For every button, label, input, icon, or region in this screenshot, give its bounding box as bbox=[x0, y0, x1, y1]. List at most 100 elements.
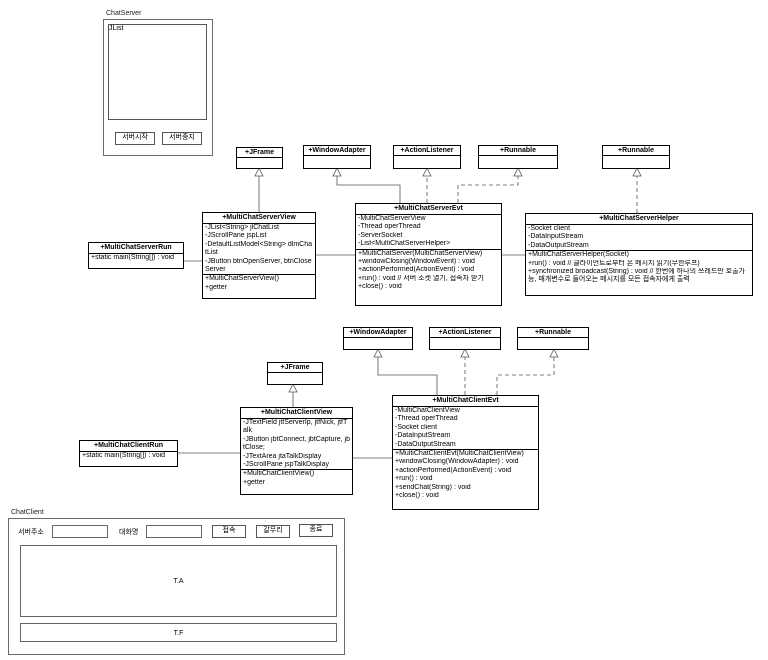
client-view-title: +MultiChatClientView bbox=[241, 408, 352, 419]
actionlistener-1-title: +ActionListener bbox=[394, 146, 460, 156]
jframe-2-box: +JFrame bbox=[267, 362, 323, 385]
client-evt-attribute: -MultiChatClientView bbox=[395, 407, 460, 414]
client-run-title: +MultiChatClientRun bbox=[80, 441, 177, 452]
talk-display-label: T.A bbox=[173, 578, 184, 585]
server-view-attribute: -JList<String> jlChatList bbox=[205, 224, 279, 231]
client-view-methods: +MultiChatClientView() +getter bbox=[241, 470, 352, 487]
evt-to-runnable-line bbox=[457, 169, 519, 203]
server-evt-method: +run() : void // 서버 소켓 열기, 접속자 받기 bbox=[358, 274, 484, 282]
windowadapter-2-arrowhead bbox=[373, 348, 383, 358]
server-view-methods: +MultiChatServerView() +getter bbox=[203, 275, 315, 292]
cevt-to-windowadapter-line bbox=[377, 350, 438, 395]
server-helper-attribute: -DataOutputStream bbox=[528, 241, 589, 249]
server-view-class: +MultiChatServerView -JList<String> jlCh… bbox=[202, 212, 316, 299]
runnable-3-arrowhead bbox=[549, 348, 559, 358]
jframe-1-arrowhead bbox=[254, 167, 264, 177]
actionlistener-2-arrowhead bbox=[460, 348, 470, 358]
windowadapter-2-title: +WindowAdapter bbox=[344, 328, 412, 338]
client-view-attribute: -JTextArea jtaTalkDisplay bbox=[243, 452, 322, 460]
server-helper-title: +MultiChatServerHelper bbox=[526, 214, 752, 225]
client-evt-title: +MultiChatClientEvt bbox=[393, 396, 538, 407]
server-evt-method: +MultiChatServer(MultiChatServerView) bbox=[358, 249, 483, 257]
server-evt-attribute: -ServerSocket bbox=[358, 231, 403, 239]
windowadapter-1-box: +WindowAdapter bbox=[303, 145, 371, 169]
stop-server-button[interactable]: 서버중지 bbox=[162, 132, 202, 145]
server-view-attributes: -JList<String> jlChatList -JScrollPane j… bbox=[203, 224, 315, 276]
server-helper-attribute: -Socket client bbox=[528, 225, 571, 232]
client-view-attribute: -JButton jbtConnect, jbtCapture, jbtClos… bbox=[243, 435, 350, 452]
chatclient-frame-title: ChatClient bbox=[11, 509, 44, 516]
jframe-1-box: +JFrame bbox=[236, 147, 283, 169]
client-evt-attribute: -DataInputStream bbox=[395, 432, 451, 440]
actionlistener-1-arrowhead bbox=[422, 167, 432, 177]
chatclient-frame: 서버주소 대화명 접속 갈무리 종료 T.A T.F bbox=[8, 518, 345, 655]
server-address-field[interactable] bbox=[52, 525, 108, 538]
client-evt-attribute: -DataOutputStream bbox=[395, 440, 456, 448]
client-view-attributes: -JTextField jtfServerIp, jtfNick, jtfTal… bbox=[241, 419, 352, 471]
server-evt-attribute: -MultiChatServerView bbox=[358, 215, 426, 222]
windowadapter-1-title: +WindowAdapter bbox=[304, 146, 370, 156]
client-view-class: +MultiChatClientView -JTextField jtfServ… bbox=[240, 407, 353, 495]
server-helper-class: +MultiChatServerHelper -Socket client -D… bbox=[525, 213, 753, 296]
client-evt-method: +actionPerformed(ActionEvent) : void bbox=[395, 466, 512, 474]
jframe-2-title: +JFrame bbox=[268, 363, 322, 373]
nickname-label: 대화명 bbox=[119, 529, 139, 536]
client-evt-method: +windowClosing(WindowAdapter) : void bbox=[395, 458, 519, 466]
actionlistener-1-box: +ActionListener bbox=[393, 145, 461, 169]
client-evt-class: +MultiChatClientEvt -MultiChatClientView… bbox=[392, 395, 539, 510]
jframe-2-arrowhead bbox=[288, 383, 298, 393]
client-evt-method: +run() : void bbox=[395, 475, 433, 483]
server-evt-attribute: -Thread operThread bbox=[358, 223, 421, 231]
talk-input-field[interactable]: T.F bbox=[20, 623, 337, 642]
client-view-method: +MultiChatClientView() bbox=[243, 470, 315, 478]
windowadapter-2-box: +WindowAdapter bbox=[343, 327, 413, 350]
server-evt-attributes: -MultiChatServerView -Thread operThread … bbox=[356, 215, 501, 250]
runnable-3-box: +Runnable bbox=[517, 327, 589, 350]
server-helper-method: +run() : void // 클라이언트로부터 온 메시지 읽기(무한루프) bbox=[528, 259, 700, 267]
client-evt-attribute: -Thread operThread bbox=[395, 415, 458, 423]
cevt-to-runnable-line bbox=[496, 350, 555, 395]
server-view-method: +getter bbox=[205, 283, 227, 291]
server-view-attribute: -JButton btnOpenServer, btnCloseServer bbox=[205, 257, 312, 274]
talk-input-label: T.F bbox=[173, 630, 184, 637]
server-evt-attribute: -List<MultiChatServerHelper> bbox=[358, 240, 451, 248]
client-evt-attributes: -MultiChatClientView -Thread operThread … bbox=[393, 407, 538, 451]
chatserver-frame: JList 서버시작 서버중지 bbox=[103, 19, 213, 156]
runnable-1-box: +Runnable bbox=[478, 145, 558, 169]
server-evt-method: +windowClosing(WindowEvent) : void bbox=[358, 258, 475, 266]
client-evt-method: +sendChat(String) : void bbox=[395, 483, 471, 491]
talk-display-area[interactable]: T.A bbox=[20, 545, 337, 617]
evt-to-windowadapter-line bbox=[336, 169, 401, 203]
server-run-methods: +static main(String[]) : void bbox=[89, 254, 183, 262]
client-run-class: +MultiChatClientRun +static main(String[… bbox=[79, 440, 178, 467]
actionlistener-2-box: +ActionListener bbox=[429, 327, 501, 350]
capture-button[interactable]: 갈무리 bbox=[256, 525, 290, 538]
runnable-2-arrowhead bbox=[632, 167, 642, 177]
server-view-title: +MultiChatServerView bbox=[203, 213, 315, 224]
server-evt-title: +MultiChatServerEvt bbox=[356, 204, 501, 215]
close-button[interactable]: 종료 bbox=[299, 524, 333, 537]
server-helper-attributes: -Socket client -DataInputStream -DataOut… bbox=[526, 225, 752, 252]
server-view-method: +MultiChatServerView() bbox=[205, 275, 279, 283]
client-run-method: +static main(String[]) : void bbox=[82, 452, 166, 459]
server-helper-method: +synchronized broadcast(String) : void /… bbox=[528, 268, 745, 284]
server-view-attribute: -JScrollPane jspList bbox=[205, 232, 267, 240]
jframe-1-title: +JFrame bbox=[237, 148, 282, 158]
runnable-2-title: +Runnable bbox=[603, 146, 669, 156]
runnable-3-title: +Runnable bbox=[518, 328, 588, 338]
server-run-class: +MultiChatServerRun +static main(String[… bbox=[88, 242, 184, 269]
connect-button[interactable]: 접속 bbox=[212, 525, 246, 538]
server-chat-list[interactable]: JList bbox=[108, 24, 207, 120]
server-evt-methods: +MultiChatServer(MultiChatServerView) +w… bbox=[356, 250, 501, 292]
client-evt-method: +close() : void bbox=[395, 492, 439, 500]
runnable-1-title: +Runnable bbox=[479, 146, 557, 156]
client-evt-methods: +MultiChatClientEvt(MultiChatClientView)… bbox=[393, 450, 538, 500]
server-evt-method: +close() : void bbox=[358, 283, 402, 291]
actionlistener-2-title: +ActionListener bbox=[430, 328, 500, 338]
start-server-button[interactable]: 서버시작 bbox=[115, 132, 155, 145]
server-helper-methods: +MultiChatServerHelper(Socket) +run() : … bbox=[526, 251, 752, 285]
client-view-attribute: -JTextField jtfServerIp, jtfNick, jtfTal… bbox=[243, 419, 348, 435]
nickname-field[interactable] bbox=[146, 525, 202, 538]
client-run-methods: +static main(String[]) : void bbox=[80, 452, 177, 460]
